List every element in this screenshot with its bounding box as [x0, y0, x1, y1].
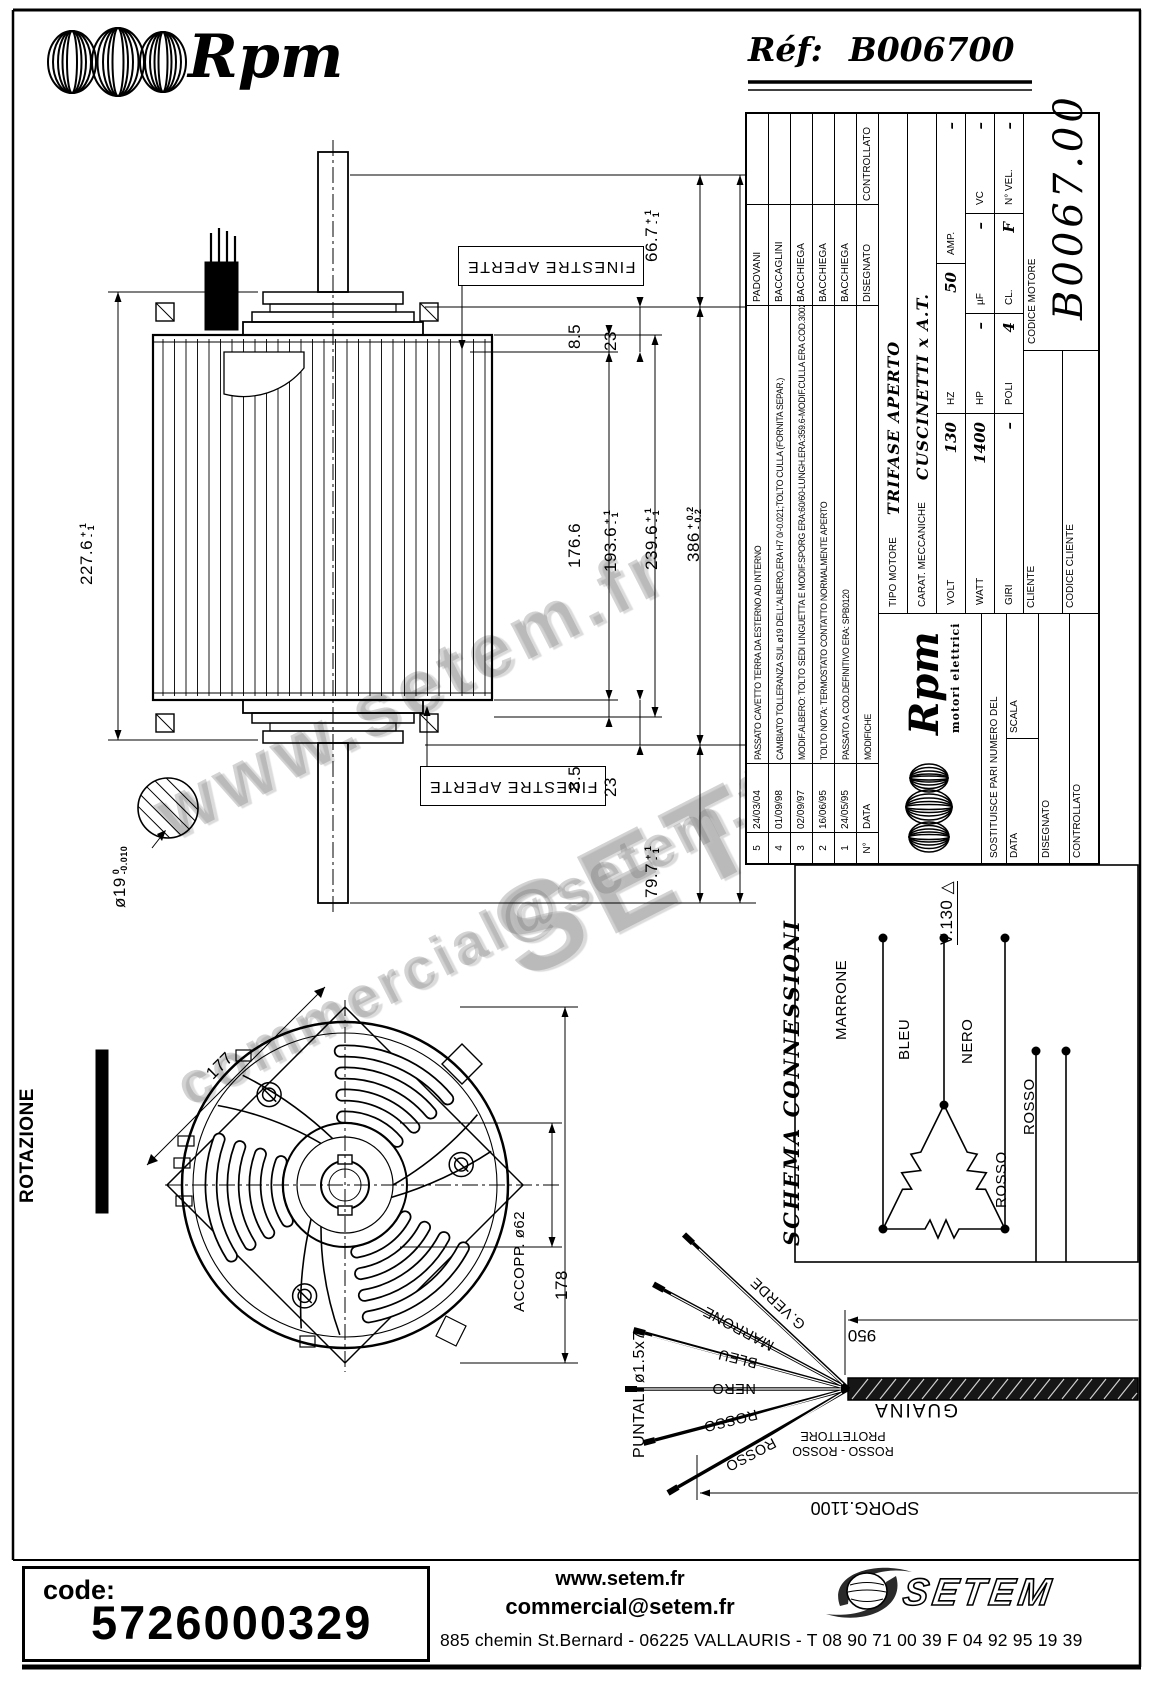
- footer-url: www.setem.fr: [555, 1568, 685, 1590]
- dim-2396-label: 239.6+ 1- 1: [642, 507, 661, 570]
- dim-797-label: 79.7+ 1- 1: [642, 845, 661, 898]
- dim-sporg-label: SPORG.1100: [810, 1498, 920, 1518]
- codice-motore-value: B0067.00: [1046, 93, 1092, 320]
- schema-nero-label: NERO: [959, 1018, 976, 1064]
- schema-drawing: [794, 864, 1139, 1263]
- dim-23-top-label: 23: [601, 331, 620, 351]
- controllato-field: CONTROLLATO: [1071, 783, 1083, 858]
- rpm-logo-text: Rpm: [188, 22, 344, 92]
- finestre-aperte-top-label: FINESTRE APERTE: [458, 246, 644, 286]
- titleblock-brand-sub: motori elettrici: [949, 622, 962, 733]
- dim-950-label: 950: [847, 1326, 877, 1345]
- accopp-label: ACCOPP. ø62: [511, 1210, 528, 1312]
- sostituisce-field: SOSTITUISCE PARI NUMERO DEL: [982, 614, 1008, 863]
- puntali-label: PUNTALI ø1.5x7: [631, 1331, 648, 1458]
- dim-227-label: 227.6+ 1- 1: [77, 522, 96, 585]
- setem-logo: SETEM: [826, 1567, 1058, 1618]
- titleblock-rpm-logo: Rpm motori elettrici: [879, 614, 983, 863]
- dim-1766-label: 176.6: [565, 522, 584, 568]
- ref-label: Réf:: [748, 30, 823, 69]
- titleblock-brand: Rpm: [901, 631, 948, 735]
- schema-bleu-label: BLEU: [896, 1018, 913, 1060]
- schema-rosso2-label: ROSSO: [993, 1151, 1010, 1208]
- footer-address: 885 chemin St.Bernard - 06225 VALLAURIS …: [440, 1630, 1083, 1650]
- codice-cliente-field: CODICE CLIENTE: [1064, 524, 1076, 608]
- dim-23-bottom-label: 23: [601, 777, 620, 797]
- code-box: code: 5726000329: [22, 1566, 430, 1662]
- svg-text:SETEM: SETEM: [900, 1571, 1057, 1614]
- dim-1936-label: 193.6+ 1- 1: [601, 509, 620, 572]
- code-label: code:: [43, 1575, 116, 1605]
- reference-number: Réf: B006700: [748, 30, 1034, 69]
- ref-value: B006700: [848, 30, 1015, 69]
- dim-386-label: 386+ 0.2- 0.2: [684, 506, 703, 562]
- schema-title: SCHEMA CONNESSIONI: [779, 919, 804, 1246]
- rotazione-label: ROTAZIONE: [17, 1088, 38, 1203]
- disegnato-field: DISEGNATO: [1038, 614, 1070, 863]
- codice-motore-field: CODICE MOTORE B0067.00: [1027, 93, 1092, 344]
- dim-85-bottom-label: 8.5: [565, 765, 584, 791]
- rpm-coils-logo: [47, 27, 187, 97]
- dim-178-label: 178: [552, 1270, 571, 1300]
- code-value: 5726000329: [91, 1596, 373, 1649]
- side-view: [137, 140, 494, 915]
- footer-email: commercial@setem.fr: [505, 1594, 735, 1619]
- guaina-label: GUAINA: [873, 1399, 958, 1420]
- cliente-field: CLIENTE: [1024, 351, 1063, 613]
- front-view: [95, 986, 578, 1372]
- schema-marrone-label: MARRONE: [833, 959, 850, 1040]
- cable-drawing: [625, 1232, 1139, 1500]
- wire-nero-label: NERO: [712, 1380, 756, 1396]
- schema-voltage-label: V.130 △: [937, 880, 958, 945]
- schema-rosso1-label: ROSSO: [1021, 1078, 1038, 1135]
- side-view-dimensions: [108, 174, 756, 904]
- dim-85-top-label: 8.5: [565, 323, 584, 349]
- dim-667-label: 66.7+ 1- 1: [642, 209, 661, 262]
